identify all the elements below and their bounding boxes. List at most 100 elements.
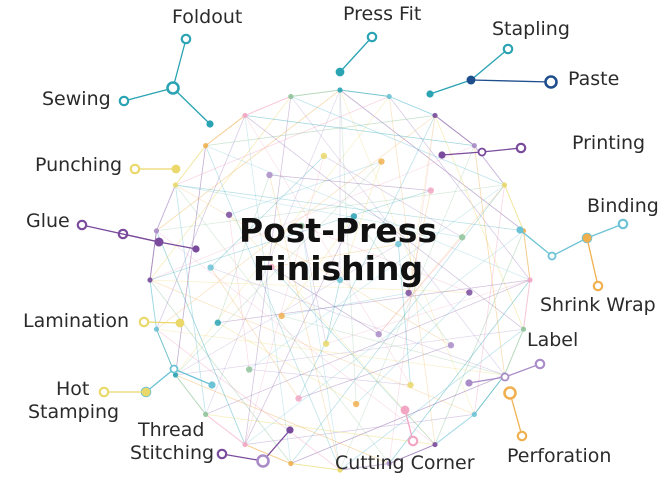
callout-endpoint [592,280,604,292]
callout-anchor [336,68,344,76]
mesh-edge [244,413,475,445]
mesh-edge [434,413,475,445]
mesh-edge [175,184,207,415]
mesh-node [352,400,360,408]
callout-line [586,237,599,287]
label-perforation: Perforation [507,445,612,467]
label-cutting-corner: Cutting Corner [335,452,475,474]
mesh-node [225,211,233,218]
mesh-edge [175,161,382,376]
mesh-edge [388,96,436,445]
mesh-edges [149,89,531,471]
label-paste: Paste [568,68,620,90]
mesh-edge [175,145,207,186]
callout-anchor [438,151,446,159]
mesh-edge [244,96,292,445]
mesh-edge [175,374,390,464]
mesh-edge [290,184,505,464]
mesh-rim-node [337,467,343,473]
label-shrink-wrap: Shrink Wrap [540,294,656,316]
mesh-edge [156,230,246,445]
label-glue: Glue [26,210,70,232]
callout-connectors [76,31,629,468]
mesh-edge [269,174,431,191]
mesh-edge [205,145,341,471]
mesh-edge [149,279,157,330]
mesh-rim-node [242,441,248,448]
mesh-edge [353,216,452,346]
label-stapling: Stapling [492,18,570,40]
callout-anchor [206,120,214,128]
mesh-edge [210,267,505,376]
mesh-node [266,171,273,179]
mesh-edge [175,96,390,186]
mesh-edge [339,161,382,281]
mesh-inner-nodes [207,152,473,408]
callout-anchor [465,379,473,387]
callout-endpoint [180,33,192,45]
mesh-edge [388,96,436,116]
callout-endpoint [76,219,88,231]
mesh-edge [388,96,531,281]
mesh-edge [175,184,390,464]
callout-anchor [401,406,409,414]
mesh-edge [217,322,357,405]
mesh-edge [504,184,524,232]
mesh-edge [339,145,475,471]
mesh-rim-node [471,143,477,149]
center-title: Post-Press Finishing [230,212,446,288]
mesh-edge [244,155,325,445]
mesh-node [246,366,253,373]
mesh-edge [473,145,505,376]
label-label: Label [527,329,579,351]
label-hot-stamping-line2: Stamping [28,401,120,423]
label-foldout: Foldout [172,6,243,28]
mesh-rim-node [203,411,209,417]
mesh-edge [149,230,157,281]
mesh-rim-node [386,460,392,467]
mesh-rim-node [242,112,248,119]
mesh-edge [149,96,292,281]
mesh-edge [523,230,531,281]
mesh-edge [281,216,355,317]
mesh-edge [175,96,390,376]
mesh-edge [323,155,463,238]
label-thread-stitching-line1: Thread [138,419,205,441]
label-printing: Printing [572,132,646,154]
mesh-edge [339,328,524,471]
callout-endpoint [216,448,228,460]
mesh-edge [434,115,475,147]
mesh-node [298,222,305,230]
mesh-node [466,289,473,296]
mesh-edge [388,444,436,464]
callout-anchor [286,426,294,434]
callout-line [81,224,160,243]
mesh-edge [217,174,270,323]
callout-line [404,409,414,442]
mesh-edge [205,89,341,415]
mesh-edge [244,444,292,464]
mesh-rim-node [203,143,209,149]
mesh-edge [205,413,246,445]
callout-line [429,48,509,95]
callout-endpoint [98,386,110,398]
callout-ring [166,81,180,95]
mesh-edge [205,413,436,445]
mesh-edge [290,96,505,376]
mesh-node [378,158,385,165]
mesh-rim-node [432,112,438,119]
mesh-edge [388,115,436,464]
mesh-edge [244,115,292,464]
mesh-edge [217,279,531,324]
mesh-edge [300,225,341,471]
callout-anchor [583,234,591,242]
callout-joint [547,251,557,261]
mesh-edge [388,279,531,464]
mesh-edge [175,145,207,376]
callout-line [143,321,181,324]
callout-line [586,223,624,239]
callout-endpoint [366,31,378,43]
mesh-edge [271,266,379,335]
mesh-rim-node [527,277,533,283]
